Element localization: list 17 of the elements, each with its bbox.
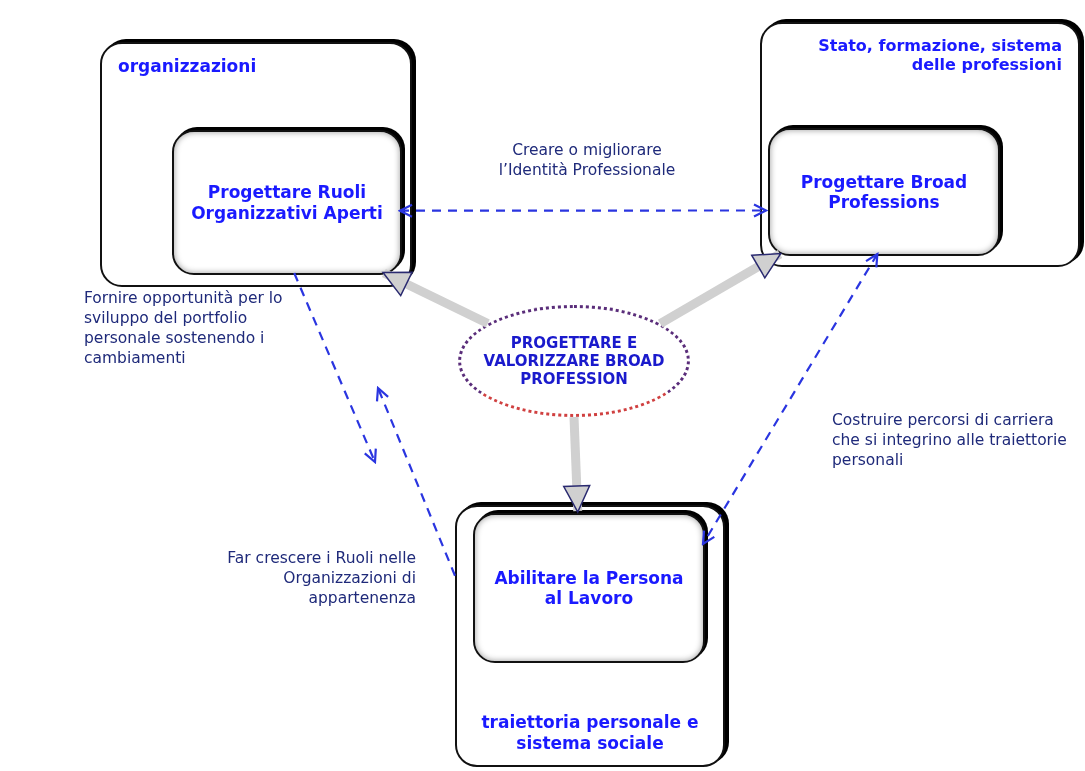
block-arrow <box>563 416 591 513</box>
rounded-box <box>172 130 402 275</box>
node-label: Stato, formazione, sistema delle professioni <box>817 36 1062 75</box>
rounded-box <box>768 128 1000 256</box>
block-arrow <box>657 250 783 328</box>
node-label: organizzazioni <box>118 56 257 77</box>
node-label: Abilitare la Persona al Lavoro <box>493 567 685 609</box>
node-label: PROGETTARE E VALORIZZARE BROAD PROFESSION <box>482 334 666 388</box>
dashed-arrow <box>293 272 377 464</box>
node-label: Progettare Broad Professions <box>799 171 969 213</box>
rounded-box <box>473 513 705 663</box>
dashed-arrow <box>375 386 456 577</box>
dashed-arrow <box>701 252 879 546</box>
node-label: Progettare Ruoli Organizzativi Aperti <box>190 182 384 223</box>
node-label: traiettoria personale e sistema sociale <box>480 712 700 753</box>
dashed-arrow <box>398 203 768 218</box>
block-arrow <box>381 268 490 328</box>
